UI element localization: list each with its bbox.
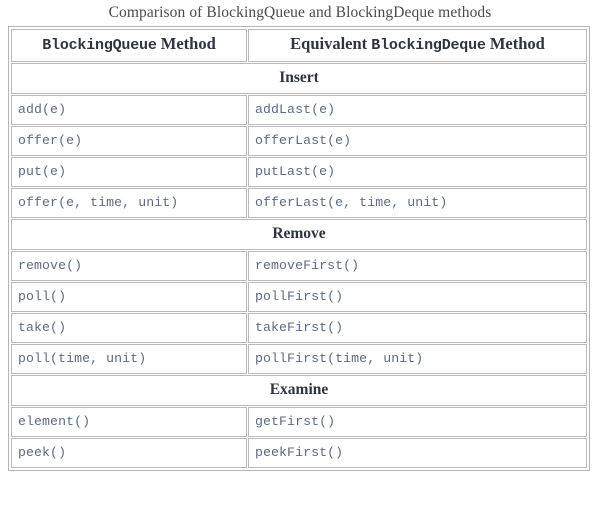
table-row: offer(e) offerLast(e): [11, 126, 587, 156]
deque-method: pollFirst(): [248, 282, 587, 312]
queue-method: offer(e): [11, 126, 247, 156]
column-header-blockingqueue-label: Method: [160, 34, 216, 53]
queue-method: element(): [11, 407, 247, 437]
deque-method: putLast(e): [248, 157, 587, 187]
table-row: remove() removeFirst(): [11, 251, 587, 281]
deque-method: peekFirst(): [248, 438, 587, 468]
table-row: take() takeFirst(): [11, 313, 587, 343]
section-header-row: Examine: [11, 375, 587, 406]
comparison-table-container: BlockingQueue Method Equivalent Blocking…: [8, 26, 590, 471]
column-header-blockingqueue-type: BlockingQueue: [42, 37, 157, 54]
table-row: peek() peekFirst(): [11, 438, 587, 468]
queue-method: put(e): [11, 157, 247, 187]
section-header-row: Insert: [11, 63, 587, 94]
queue-method: offer(e, time, unit): [11, 188, 247, 218]
queue-method: take(): [11, 313, 247, 343]
comparison-table: BlockingQueue Method Equivalent Blocking…: [10, 28, 588, 469]
queue-method: poll(time, unit): [11, 344, 247, 374]
table-header-row: BlockingQueue Method Equivalent Blocking…: [11, 29, 587, 62]
column-header-blockingdeque-label: Method: [489, 34, 545, 53]
table-row: offer(e, time, unit) offerLast(e, time, …: [11, 188, 587, 218]
deque-method: removeFirst(): [248, 251, 587, 281]
table-row: element() getFirst(): [11, 407, 587, 437]
section-header-row: Remove: [11, 219, 587, 250]
table-caption: Comparison of BlockingQueue and Blocking…: [108, 4, 492, 21]
column-header-blockingdeque-prefix: Equivalent: [290, 34, 368, 53]
table-body: BlockingQueue Method Equivalent Blocking…: [11, 29, 587, 468]
table-row: poll(time, unit) pollFirst(time, unit): [11, 344, 587, 374]
queue-method: add(e): [11, 95, 247, 125]
section-title-insert: Insert: [11, 63, 587, 94]
table-row: poll() pollFirst(): [11, 282, 587, 312]
deque-method: offerLast(e, time, unit): [248, 188, 587, 218]
column-header-blockingdeque: Equivalent BlockingDeque Method: [248, 29, 587, 62]
column-header-blockingqueue: BlockingQueue Method: [11, 29, 247, 62]
section-title-remove: Remove: [11, 219, 587, 250]
deque-method: addLast(e): [248, 95, 587, 125]
table-row: put(e) putLast(e): [11, 157, 587, 187]
section-title-examine: Examine: [11, 375, 587, 406]
table-row: add(e) addLast(e): [11, 95, 587, 125]
queue-method: poll(): [11, 282, 247, 312]
deque-method: offerLast(e): [248, 126, 587, 156]
queue-method: remove(): [11, 251, 247, 281]
deque-method: pollFirst(time, unit): [248, 344, 587, 374]
column-header-blockingdeque-type: BlockingDeque: [371, 37, 486, 54]
deque-method: takeFirst(): [248, 313, 587, 343]
deque-method: getFirst(): [248, 407, 587, 437]
queue-method: peek(): [11, 438, 247, 468]
